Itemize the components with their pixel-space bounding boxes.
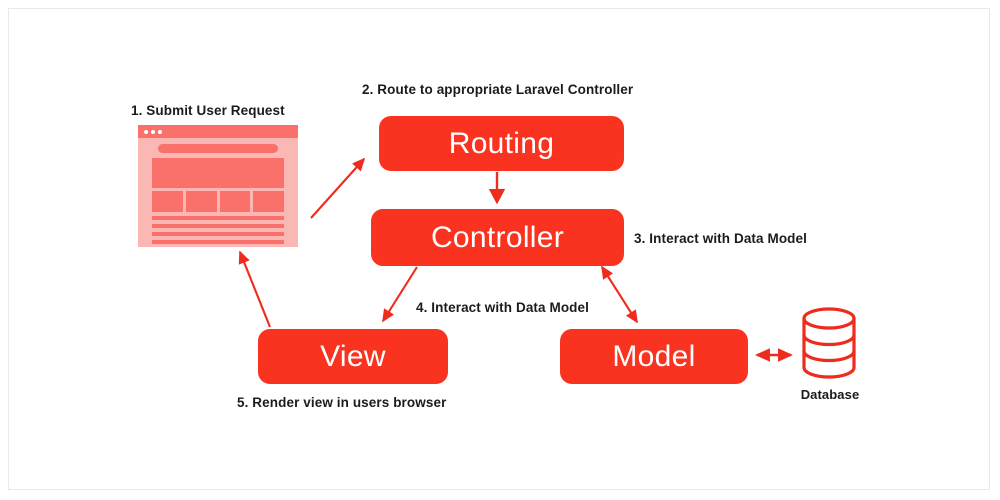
browser-dot-yellow-icon [151,130,155,134]
browser-window-illustration [138,125,298,247]
node-routing[interactable]: Routing [379,116,624,171]
browser-text-line [152,232,284,236]
browser-column-blocks [152,191,284,212]
node-model[interactable]: Model [560,329,748,384]
node-view-label: View [320,339,386,373]
browser-hero-block [152,158,284,188]
browser-text-line [152,216,284,220]
browser-dot-red-icon [144,130,148,134]
browser-text-line [152,224,284,228]
browser-text-lines [152,216,284,244]
browser-column-block [185,191,217,212]
browser-column-block [219,191,251,212]
browser-column-block [253,191,284,212]
browser-url-bar [158,144,278,153]
caption-step-1: 1. Submit User Request [131,103,285,118]
node-controller-label: Controller [430,220,565,254]
node-model-label: Model [612,339,696,373]
node-controller[interactable]: Controller [371,209,624,266]
node-view[interactable]: View [258,329,448,384]
caption-step-2: 2. Route to appropriate Laravel Controll… [362,82,634,97]
caption-step-3: 3. Interact with Data Model [634,231,807,246]
browser-dot-green-icon [158,130,162,134]
database-cylinder-icon [798,306,860,380]
node-routing-label: Routing [448,126,555,160]
caption-step-4: 4. Interact with Data Model [416,300,589,315]
caption-step-5: 5. Render view in users browser [237,395,447,410]
browser-titlebar [138,125,298,138]
browser-column-block [152,191,183,212]
browser-text-line [152,240,284,244]
database-label: Database [800,387,860,402]
